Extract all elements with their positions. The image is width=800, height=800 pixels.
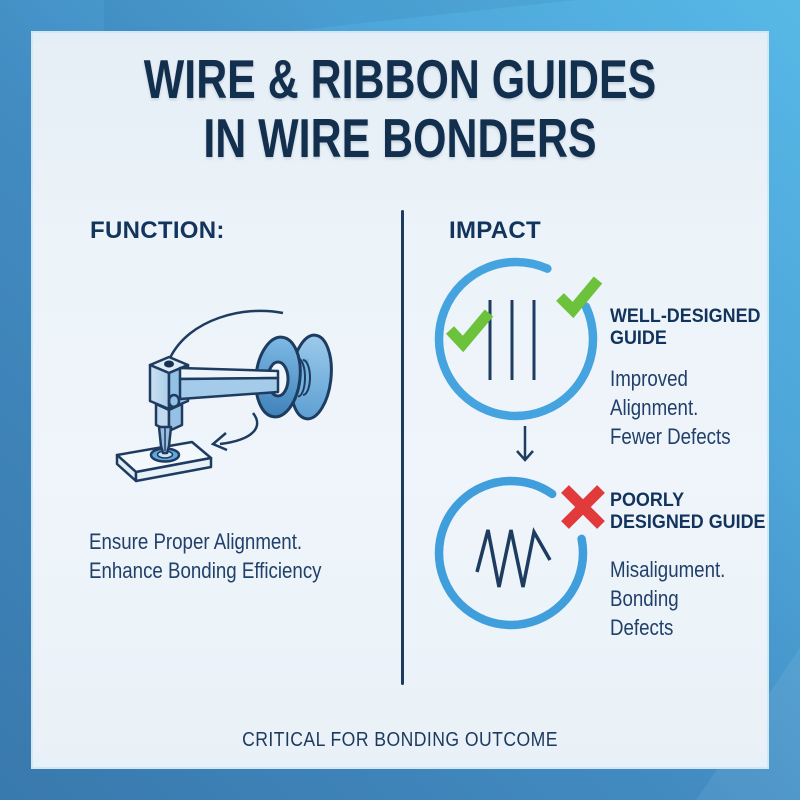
guide-block-left-face — [148, 363, 171, 411]
column-divider — [401, 210, 404, 685]
good-guide-desc-line1: Improved Alignment. — [610, 366, 699, 421]
page-title: WIRE & RIBBON GUIDES IN WIRE BONDERS — [114, 50, 687, 168]
x-stroke-2 — [561, 485, 605, 529]
good-guide-description: Improved Alignment. Fewer Defects — [610, 364, 743, 451]
impact-graphics — [434, 257, 605, 630]
impact-heading: IMPACT — [449, 217, 542, 244]
bonding-needle — [157, 425, 173, 455]
coil-arc — [302, 359, 311, 396]
good-guide-label: WELL-DESIGNED GUIDE — [610, 305, 761, 350]
function-caption-line1: Ensure Proper Alignment. — [89, 529, 303, 554]
page-title-line2: IN WIRE BONDERS — [203, 106, 597, 169]
good-guide-desc-line2: Fewer Defects — [610, 424, 731, 450]
bond-pad — [115, 440, 213, 483]
bad-guide-description: Misaligument. Bonding Defects — [610, 555, 743, 642]
function-heading: FUNCTION: — [90, 217, 225, 244]
bad-guide-desc-line2: Bonding Defects — [610, 586, 679, 641]
wire-curve — [168, 309, 284, 359]
rotation-arrow-arc — [219, 412, 259, 446]
x-icon — [561, 485, 605, 529]
good-guide-circle — [434, 257, 598, 421]
function-caption: Ensure Proper Alignment. Enhance Bonding… — [89, 527, 322, 585]
pad-front-edge — [134, 456, 213, 483]
rotation-arrow-head — [210, 432, 228, 452]
function-caption-line2: Enhance Bonding Efficiency — [89, 558, 322, 584]
down-arrow-icon — [516, 426, 534, 462]
content-card: WIRE & RIBBON GUIDES IN WIRE BONDERS FUN… — [31, 31, 769, 769]
bad-guide-circle — [434, 476, 588, 630]
collar-right-face — [167, 402, 184, 433]
zigzag-wire — [475, 527, 552, 588]
spool-arm — [178, 366, 280, 401]
check-icon-right — [556, 276, 603, 319]
wire-bonder-illustration — [115, 309, 333, 483]
bad-guide-desc-line1: Misaligument. — [610, 557, 726, 582]
rotation-arrow-icon — [210, 412, 259, 452]
wire-entry-hole — [164, 360, 174, 368]
footer-caption: CRITICAL FOR BONDING OUTCOME — [242, 729, 558, 751]
arm-front-face — [178, 376, 280, 401]
check-icon-left — [445, 309, 494, 353]
bad-guide-label: POORLY DESIGNED GUIDE — [610, 489, 766, 534]
page-title-line1: WIRE & RIBBON GUIDES — [143, 48, 657, 110]
down-arrow-head — [516, 450, 534, 462]
